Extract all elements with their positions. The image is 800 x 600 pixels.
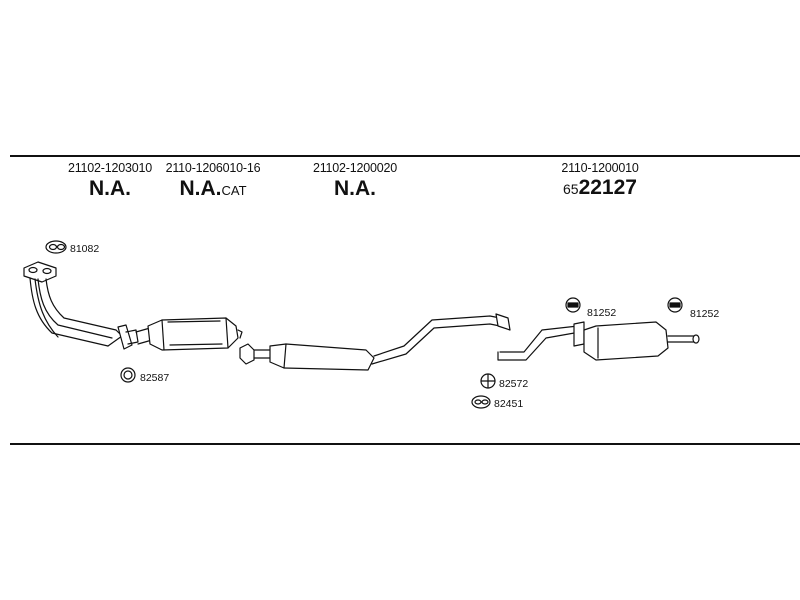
section-rear-silencer[interactable]: 2110-1200010 6522127: [545, 161, 655, 200]
price-prefix: 65: [563, 181, 579, 197]
accessory-code: 81082: [70, 243, 100, 255]
middle-pipe[interactable]: [239, 313, 511, 371]
price: 6522127: [545, 176, 655, 200]
section-middle-silencer[interactable]: 21102-1200020 N.A.: [300, 161, 410, 201]
cat-suffix: CAT: [221, 183, 247, 198]
availability: N.A.: [89, 177, 131, 200]
rubber-hanger-icon: [667, 297, 683, 313]
part-number: 2110-1200010: [561, 161, 639, 175]
accessory-code: 81252: [690, 308, 720, 320]
ring-icon: [120, 367, 136, 383]
section-front-pipe[interactable]: 21102-1203010 N.A.: [60, 161, 160, 201]
gasket-icon: [45, 240, 67, 254]
rubber-hanger-icon: [565, 297, 581, 313]
top-divider: [10, 155, 800, 157]
accessory-code: 82451: [494, 398, 524, 410]
gasket-icon: [471, 395, 491, 409]
accessory-code: 82587: [140, 372, 170, 384]
section-catalyst[interactable]: 2110-1206010-16 N.A.CAT: [158, 161, 268, 201]
part-number: 2110-1206010-16: [165, 161, 261, 175]
rear-silencer[interactable]: [497, 321, 700, 361]
part-number: 21102-1203010: [67, 161, 153, 175]
availability: N.A.CAT: [179, 177, 247, 200]
availability: N.A.: [334, 177, 376, 200]
part-number: 21102-1200020: [312, 161, 398, 175]
front-pipe[interactable]: [23, 261, 139, 350]
catalytic-converter[interactable]: [135, 317, 243, 351]
accessory-code: 82572: [499, 378, 529, 390]
clamp-icon: [480, 373, 496, 389]
bottom-divider: [10, 443, 800, 445]
price-main: 22127: [578, 176, 637, 199]
accessory-code: 81252: [587, 307, 617, 319]
